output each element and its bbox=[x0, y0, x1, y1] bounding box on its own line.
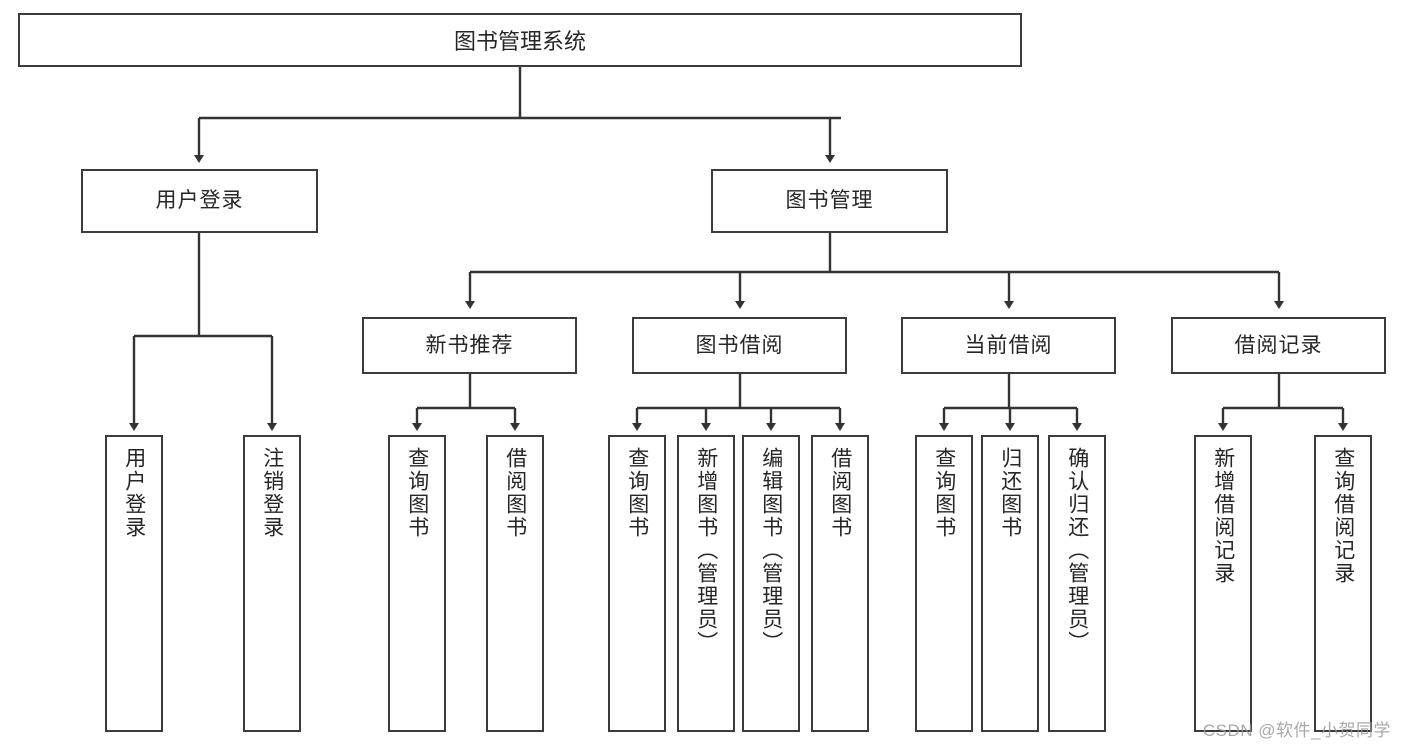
node-current-borrow-label: 当前借阅 bbox=[964, 333, 1053, 357]
node-new-book-recommend[interactable]: 新书推荐 bbox=[362, 317, 577, 374]
node-borrow-record[interactable]: 借阅记录 bbox=[1171, 317, 1386, 374]
node-leaf-query-book-3-label: 查询图书 bbox=[932, 447, 956, 539]
node-leaf-user-login[interactable]: 用户登录 bbox=[105, 435, 163, 732]
node-leaf-add-record-label: 新增借阅记录 bbox=[1211, 447, 1235, 585]
node-leaf-query-book-1-label: 查询图书 bbox=[405, 447, 429, 539]
node-book-borrow-label: 图书借阅 bbox=[695, 333, 784, 357]
node-leaf-borrow-book-2[interactable]: 借阅图书 bbox=[811, 435, 869, 732]
node-borrow-record-label: 借阅记录 bbox=[1234, 333, 1323, 357]
node-leaf-borrow-book-1-label: 借阅图书 bbox=[503, 447, 527, 539]
node-leaf-confirm-return[interactable]: 确认归还（管理员） bbox=[1048, 435, 1106, 732]
node-current-borrow[interactable]: 当前借阅 bbox=[901, 317, 1116, 374]
node-leaf-edit-book[interactable]: 编辑图书（管理员） bbox=[742, 435, 800, 732]
node-leaf-query-book-1[interactable]: 查询图书 bbox=[388, 435, 446, 732]
node-leaf-return-book[interactable]: 归还图书 bbox=[981, 435, 1039, 732]
node-root-label: 图书管理系统 bbox=[453, 29, 586, 54]
node-leaf-return-book-label: 归还图书 bbox=[998, 447, 1022, 539]
node-root[interactable]: 图书管理系统 bbox=[18, 13, 1022, 67]
node-leaf-logout-login-label: 注销登录 bbox=[260, 447, 284, 539]
node-leaf-query-book-2-label: 查询图书 bbox=[625, 447, 649, 539]
node-book-manage-label: 图书管理 bbox=[785, 189, 874, 213]
node-book-borrow[interactable]: 图书借阅 bbox=[632, 317, 847, 374]
node-leaf-confirm-return-label: 确认归还（管理员） bbox=[1065, 447, 1089, 654]
node-user-login-label: 用户登录 bbox=[155, 189, 244, 213]
node-leaf-user-login-label: 用户登录 bbox=[122, 447, 146, 539]
node-leaf-borrow-book-1[interactable]: 借阅图书 bbox=[486, 435, 544, 732]
node-user-login[interactable]: 用户登录 bbox=[81, 169, 318, 233]
node-leaf-add-book[interactable]: 新增图书（管理员） bbox=[677, 435, 735, 732]
node-leaf-query-book-2[interactable]: 查询图书 bbox=[608, 435, 666, 732]
node-leaf-query-book-3[interactable]: 查询图书 bbox=[915, 435, 973, 732]
node-leaf-logout-login[interactable]: 注销登录 bbox=[243, 435, 301, 732]
node-leaf-edit-book-label: 编辑图书（管理员） bbox=[759, 447, 783, 654]
watermark-text: CSDN @软件_小贺同学 bbox=[1202, 721, 1391, 740]
node-leaf-query-record-label: 查询借阅记录 bbox=[1331, 447, 1355, 585]
node-book-manage[interactable]: 图书管理 bbox=[711, 169, 948, 233]
node-leaf-borrow-book-2-label: 借阅图书 bbox=[828, 447, 852, 539]
node-leaf-add-record[interactable]: 新增借阅记录 bbox=[1194, 435, 1252, 732]
node-new-book-recommend-label: 新书推荐 bbox=[425, 333, 514, 357]
node-leaf-add-book-label: 新增图书（管理员） bbox=[694, 447, 718, 654]
node-leaf-query-record[interactable]: 查询借阅记录 bbox=[1314, 435, 1372, 732]
